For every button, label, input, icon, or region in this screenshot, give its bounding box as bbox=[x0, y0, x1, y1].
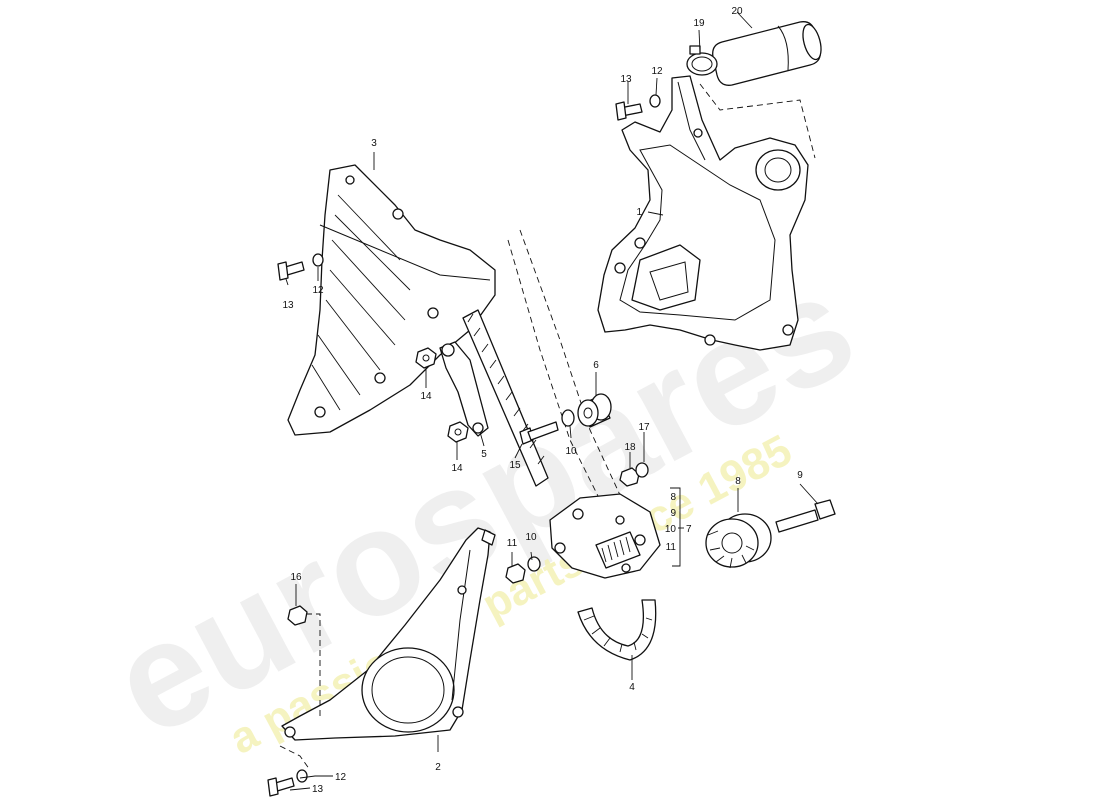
group-assembly-7: 7 bbox=[686, 524, 692, 535]
idler-roller bbox=[577, 393, 612, 428]
callout-10-lower: 10 bbox=[525, 532, 537, 543]
group-item-10: 10 bbox=[665, 524, 677, 535]
dash-line-2 bbox=[279, 745, 311, 771]
dash-line-hose bbox=[699, 83, 816, 159]
lower-belt-cover bbox=[281, 527, 496, 741]
callout-19: 19 bbox=[693, 18, 705, 29]
group-item-9: 9 bbox=[670, 508, 676, 519]
washer-lower bbox=[527, 556, 541, 572]
bolt-13-bottom bbox=[267, 777, 295, 797]
callout-12-bottom: 12 bbox=[335, 772, 347, 783]
callout-13-bottom: 13 bbox=[312, 784, 324, 795]
rear-belt-cover bbox=[597, 75, 809, 351]
bracket-link bbox=[439, 341, 489, 437]
callout-11: 11 bbox=[507, 538, 518, 549]
washer-17 bbox=[635, 462, 649, 478]
dash-line-16 bbox=[306, 613, 321, 720]
nut-16 bbox=[287, 605, 308, 626]
callout-9: 9 bbox=[797, 470, 803, 481]
nut-11 bbox=[505, 563, 526, 584]
tensioner-assembly bbox=[549, 493, 661, 579]
bolt-13-top bbox=[615, 101, 643, 121]
callout-14-lower: 14 bbox=[451, 463, 463, 474]
bolt-13-mid bbox=[277, 261, 305, 281]
nut-lower bbox=[447, 421, 469, 443]
washer-12-top bbox=[649, 94, 661, 108]
group-item-8: 8 bbox=[670, 492, 676, 503]
washer-12-bottom bbox=[296, 769, 308, 783]
washer-upper bbox=[561, 409, 575, 427]
callout-8: 8 bbox=[735, 476, 741, 487]
callout-5: 5 bbox=[481, 449, 487, 460]
callout-12-mid: 12 bbox=[312, 285, 324, 296]
washer-12-mid bbox=[312, 253, 324, 267]
callout-1: 1 bbox=[636, 207, 642, 218]
callout-18: 18 bbox=[624, 442, 636, 453]
group-label-7: 8 9 10 11 7 bbox=[665, 492, 692, 553]
callout-17: 17 bbox=[638, 422, 650, 433]
callout-16: 16 bbox=[290, 572, 302, 583]
toothed-pulley bbox=[705, 513, 772, 569]
callout-15: 15 bbox=[509, 460, 521, 471]
callout-3: 3 bbox=[371, 138, 377, 149]
group-item-11: 11 bbox=[666, 542, 677, 553]
callout-6: 6 bbox=[593, 360, 599, 371]
nut-upper bbox=[415, 347, 437, 369]
callout-14-upper: 14 bbox=[420, 391, 432, 402]
callout-12-top: 12 bbox=[651, 66, 663, 77]
leader-lines bbox=[285, 11, 819, 791]
timing-belt-phantom bbox=[507, 229, 621, 501]
callout-2: 2 bbox=[435, 762, 441, 773]
hose-clamp bbox=[686, 45, 718, 76]
callout-13-top: 13 bbox=[620, 74, 632, 85]
callout-20: 20 bbox=[731, 6, 743, 17]
upper-belt-cover bbox=[287, 164, 496, 436]
bolt-15 bbox=[519, 421, 559, 445]
hose bbox=[712, 21, 822, 86]
bolt-9 bbox=[775, 499, 836, 533]
callout-10-upper: 10 bbox=[565, 446, 577, 457]
nut-18 bbox=[619, 467, 640, 487]
callout-4: 4 bbox=[629, 682, 635, 693]
callout-13-mid: 13 bbox=[282, 300, 294, 311]
